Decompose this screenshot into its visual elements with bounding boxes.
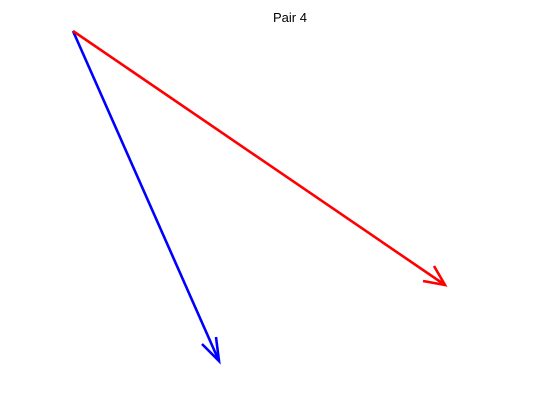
- blue-vector-shaft: [71, 30, 221, 362]
- red-vector-arrowhead: [422, 265, 448, 287]
- figure-title: Pair 4: [273, 10, 307, 25]
- red-vector: [72, 29, 448, 287]
- red-vector-shaft: [72, 29, 446, 287]
- blue-vector: [71, 30, 221, 365]
- blue-vector-arrowhead: [201, 336, 221, 365]
